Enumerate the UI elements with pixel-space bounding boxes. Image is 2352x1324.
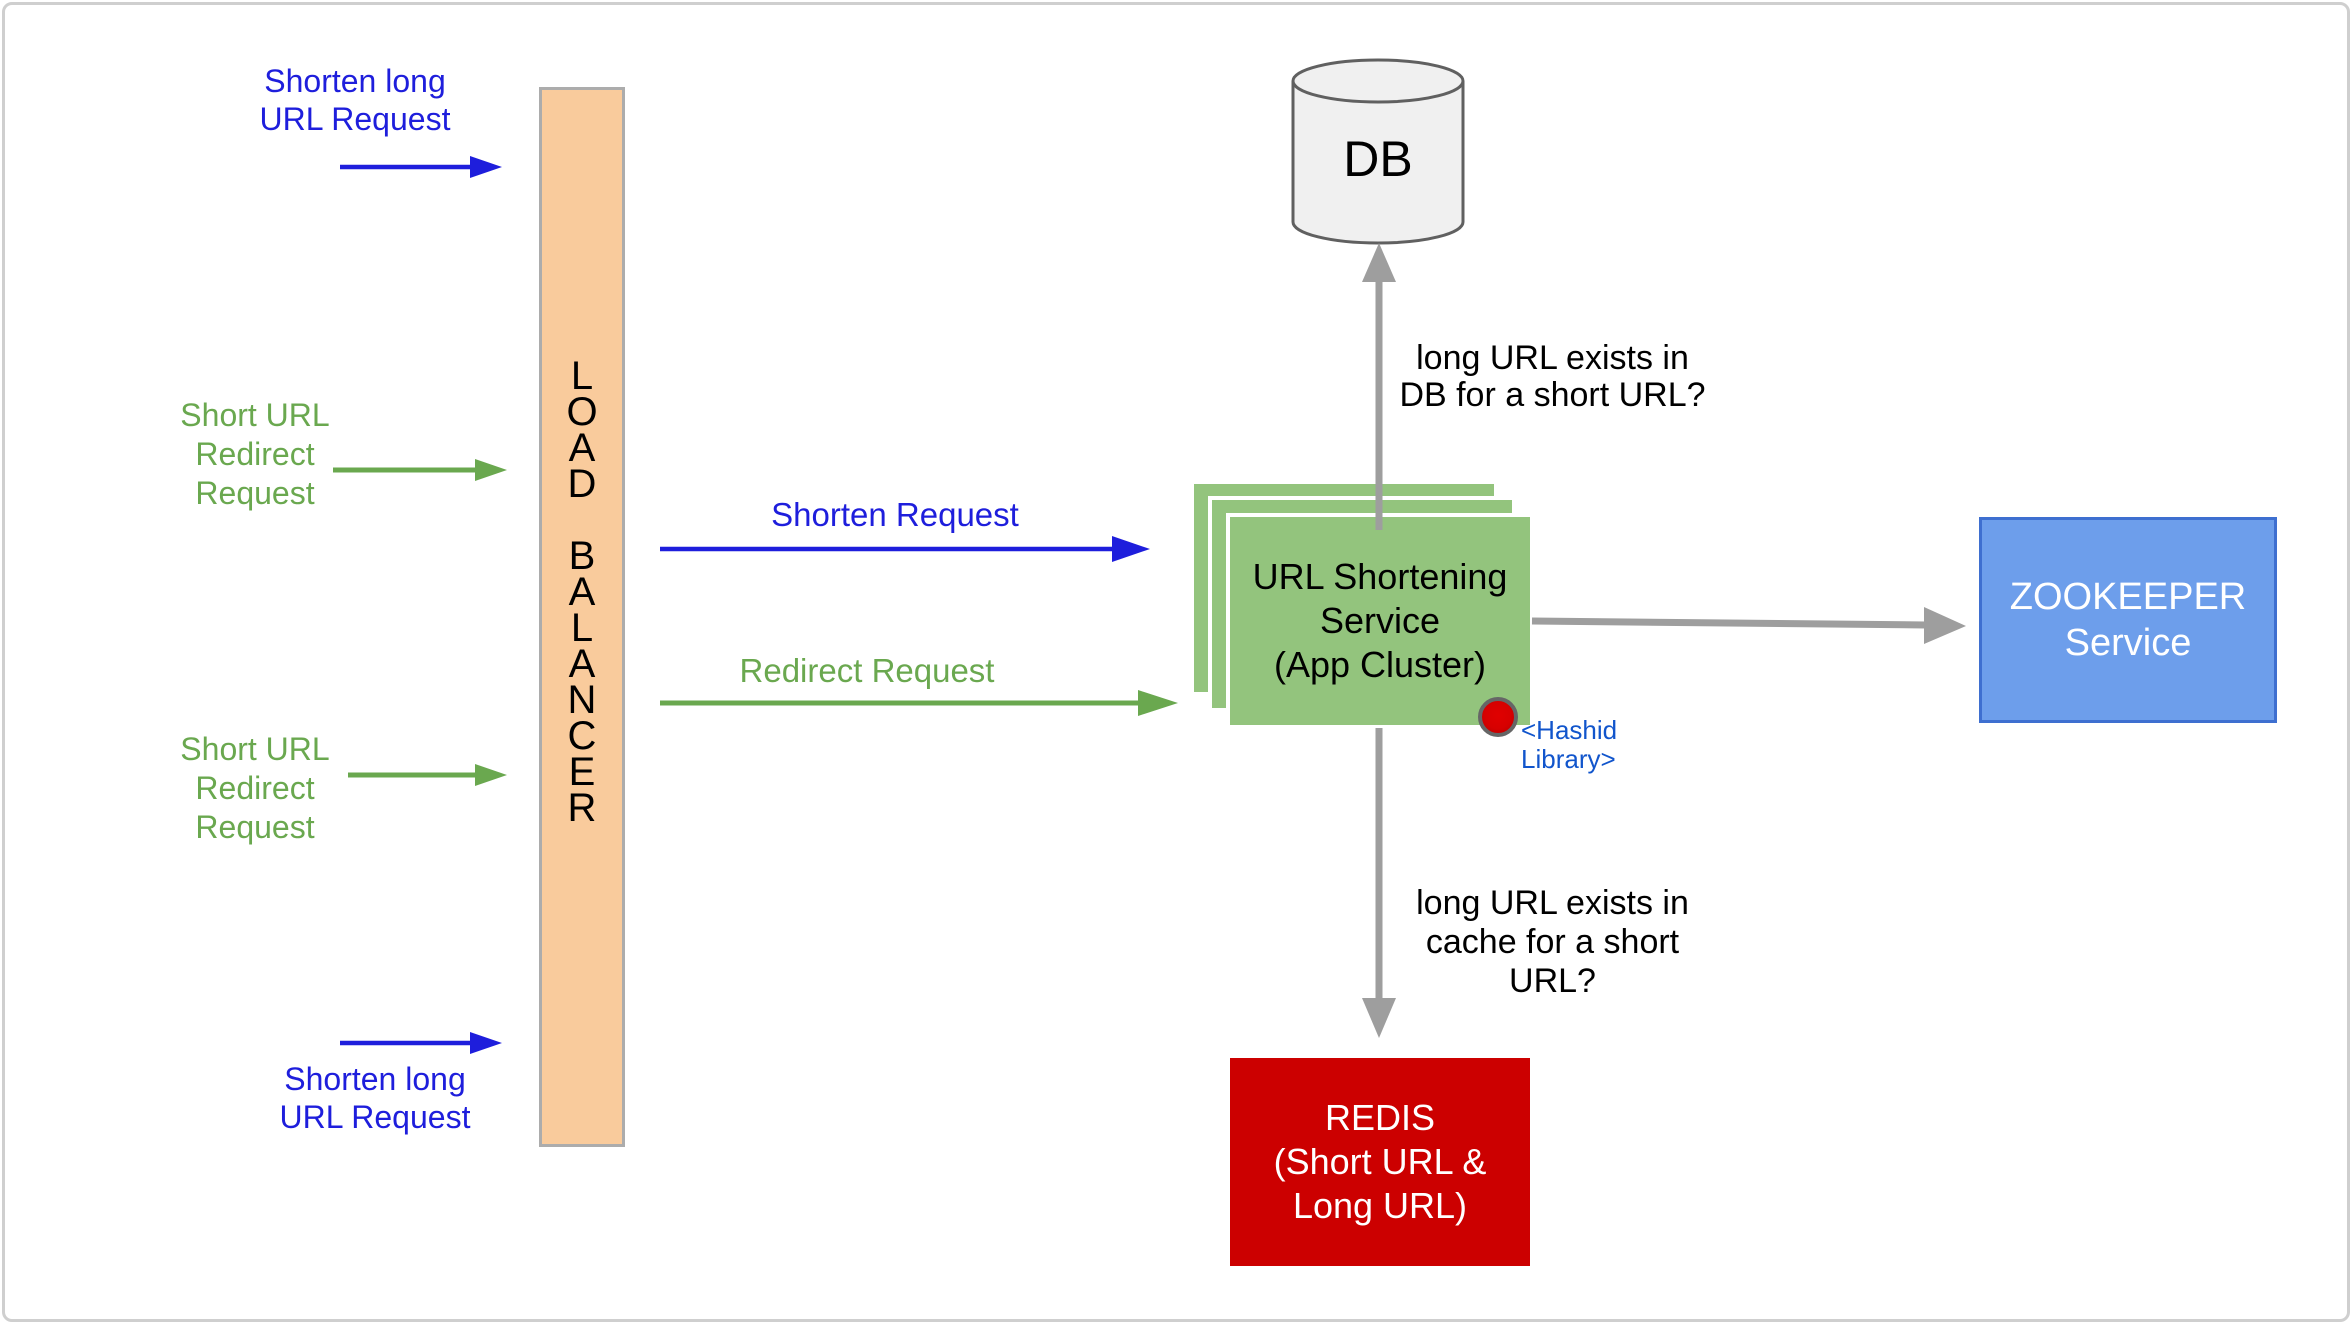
label-shorten-long-url-request-top: Shorten long URL Request xyxy=(259,63,451,137)
db-label: DB xyxy=(1343,131,1413,187)
redis-cache-label: REDIS (Short URL & Long URL) xyxy=(1273,1097,1487,1226)
zookeeper-service-box: ZOOKEEPER Service xyxy=(1979,517,2277,723)
label-short-url-redirect-request-1: Short URL Redirect Request xyxy=(180,397,330,511)
label-shorten-request: Shorten Request xyxy=(771,496,1019,533)
app-cluster-box-front: URL Shortening Service (App Cluster) xyxy=(1230,517,1530,725)
hashid-marker-dot-icon xyxy=(1478,697,1518,737)
label-redirect-request: Redirect Request xyxy=(739,652,995,689)
label-db-lookup-question: long URL exists in DB for a short URL? xyxy=(1399,339,1706,414)
hashid-library-annotation: <Hashid Library> xyxy=(1521,715,1618,774)
app-cluster-label: URL Shortening Service (App Cluster) xyxy=(1252,556,1508,685)
label-short-url-redirect-request-2: Short URL Redirect Request xyxy=(180,731,330,845)
label-cache-lookup-question: long URL exists in cache for a short URL… xyxy=(1416,884,1689,1000)
zookeeper-service-label: ZOOKEEPER Service xyxy=(2009,576,2247,664)
redis-cache-box: REDIS (Short URL & Long URL) xyxy=(1230,1058,1530,1266)
load-balancer-label: L O A D B A L A N C E R xyxy=(566,354,598,830)
load-balancer-box: L O A D B A L A N C E R xyxy=(539,87,625,1147)
label-shorten-long-url-request-bottom: Shorten long URL Request xyxy=(279,1061,471,1135)
